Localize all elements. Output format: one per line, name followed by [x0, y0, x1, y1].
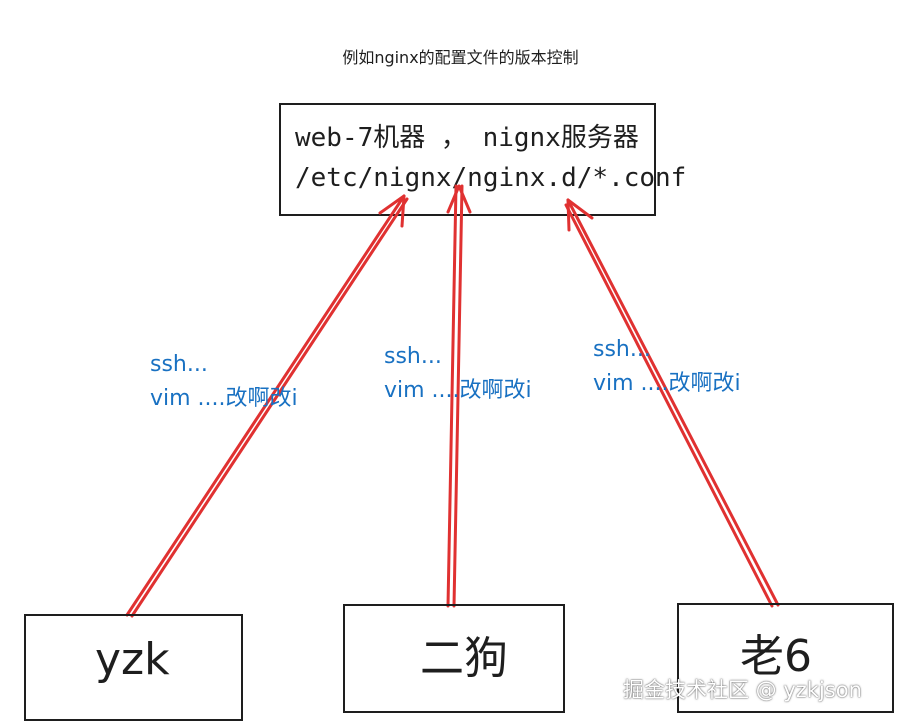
note-vim: vim ....改啊改i [593, 371, 741, 396]
arrow-ergou-to-server-stroke2 [452, 184, 464, 608]
note-ergou: ssh... vim ....改啊改i [384, 340, 532, 408]
node-label-ergou: 二狗 [420, 633, 508, 684]
note-vim: vim ....改啊改i [150, 386, 298, 411]
arrow-lao6-head [566, 198, 594, 232]
arrow-ergou-to-server [446, 184, 458, 608]
watermark: 掘金技术社区 @ yzkjson [623, 678, 862, 702]
arrow-yzk-to-server-stroke2 [130, 197, 409, 618]
note-ssh: ssh... [150, 352, 208, 377]
node-box-yzk [24, 614, 243, 721]
node-label-yzk: yzk [95, 634, 170, 685]
diagram-title: 例如nginx的配置文件的版本控制 [342, 48, 579, 67]
node-box-lao6 [677, 603, 894, 713]
node-box-ergou [343, 604, 565, 713]
server-label: web-7机器 ， nignx服务器 /etc/nignx/nginx.d/*.… [295, 118, 686, 198]
arrow-yzk-head [378, 194, 406, 228]
note-lao6: ssh... vim ....改啊改i [593, 333, 741, 401]
arrow-ergou-head [446, 184, 472, 214]
node-label-lao6: 老6 [740, 631, 812, 682]
arrow-lao6-to-server [566, 198, 780, 607]
server-box [279, 103, 656, 216]
server-config-path: /etc/nignx/nginx.d/*.conf [295, 163, 687, 193]
note-ssh: ssh... [384, 344, 442, 369]
note-vim: vim ....改啊改i [384, 378, 532, 403]
note-ssh: ssh... [593, 337, 651, 362]
arrow-yzk-to-server [125, 194, 406, 617]
arrow-lao6-to-server-stroke2 [564, 203, 774, 608]
note-yzk: ssh... vim ....改啊改i [150, 348, 298, 416]
server-name: web-7机器 ， nignx服务器 [295, 123, 639, 153]
